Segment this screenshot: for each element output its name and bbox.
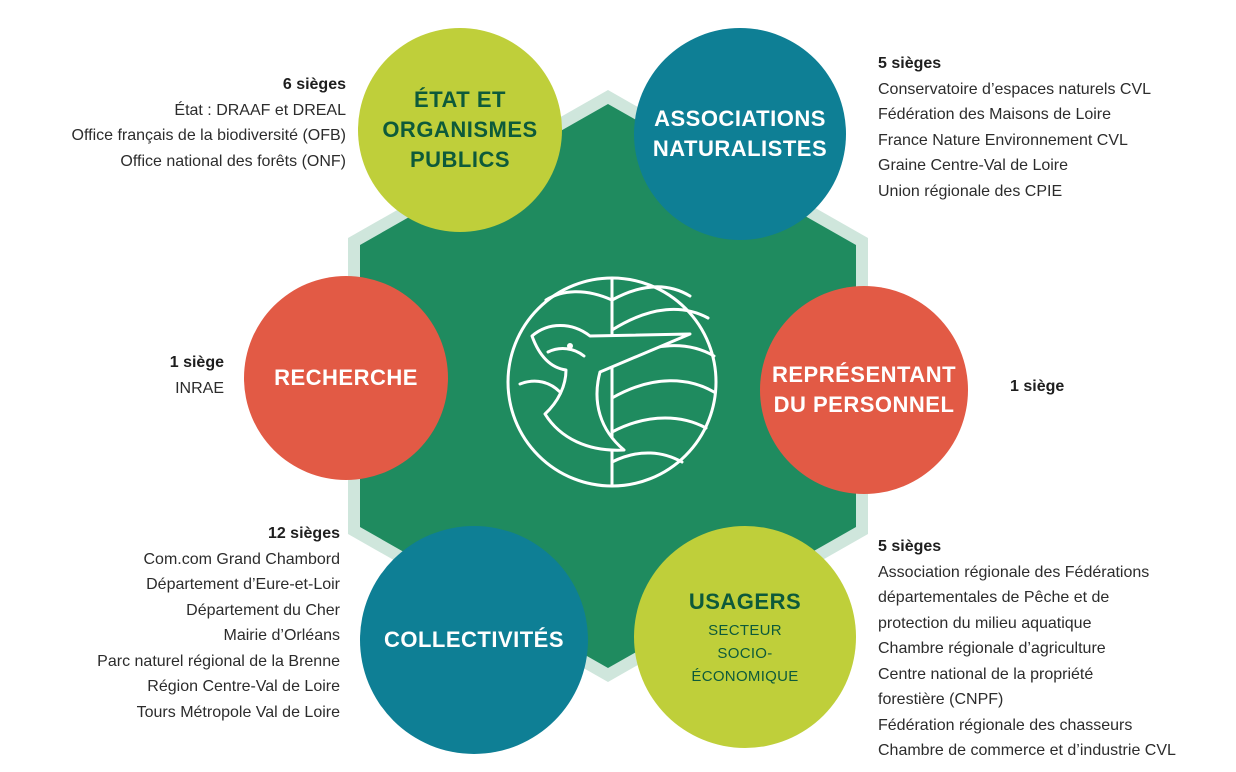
member-item: Fédération des Maisons de Loire (878, 106, 1112, 123)
leaf-bird-logo-icon (506, 276, 718, 488)
label-etat: 6 sièges État : DRAAF et DREAL Office fr… (72, 72, 346, 174)
group-title: USAGERS (688, 588, 802, 614)
member-item: Com.com Grand Chambord (143, 550, 340, 568)
member-item: Mairie d’Orléans (223, 627, 340, 644)
member-item: départementales de Pêche et de (878, 589, 1110, 606)
member-item: Tours Métropole Val de Loire (136, 703, 340, 721)
label-representant: 1 siège (1010, 374, 1064, 400)
seat-count: 1 siège (169, 354, 224, 371)
member-item: Union régionale des CPIE (878, 182, 1063, 200)
group-title: COLLECTIVITÉS (383, 627, 565, 652)
circle-usagers: USAGERS SECTEUR SOCIO- ÉCONOMIQUE (634, 526, 856, 748)
seat-count: 6 sièges (282, 76, 346, 93)
member-item: protection du milieu aquatique (878, 614, 1092, 632)
label-usagers: 5 sièges Association régionale des Fédér… (878, 534, 1176, 764)
circle-collectivites: COLLECTIVITÉS (360, 526, 588, 754)
group-title: RECHERCHE (274, 365, 418, 390)
member-item: Département du Cher (186, 601, 340, 619)
label-asso: 5 sièges Conservatoire d’espaces naturel… (878, 51, 1151, 204)
member-item: Association régionale des Fédérations (878, 563, 1150, 581)
member-item: État : DRAAF et DREAL (174, 101, 346, 119)
seat-count: 5 sièges (878, 538, 942, 555)
seat-count: 12 sièges (267, 525, 340, 542)
seat-count: 1 siège (1010, 378, 1065, 395)
member-item: Parc naturel régional de la Brenne (97, 652, 340, 670)
group-title: ASSOCIATIONS NATURALISTES (652, 106, 828, 161)
member-item: Région Centre-Val de Loire (147, 678, 340, 695)
circle-etat-organismes-publics: ÉTAT ET ORGANISMES PUBLICS (358, 28, 562, 232)
member-item: INRAE (175, 379, 224, 397)
circle-recherche: RECHERCHE (244, 276, 448, 480)
member-item: Fédération régionale des chasseurs (878, 716, 1133, 734)
circle-representant-personnel: REPRÉSENTANT DU PERSONNEL (760, 286, 968, 494)
group-title: REPRÉSENTANT DU PERSONNEL (771, 362, 957, 417)
seat-count: 5 sièges (878, 55, 942, 72)
member-item: forestière (CNPF) (878, 691, 1004, 708)
member-item: Département d’Eure-et-Loir (146, 576, 340, 593)
member-item: Chambre de commerce et d’industrie CVL (878, 742, 1176, 759)
member-item: Graine Centre-Val de Loire (878, 157, 1069, 174)
label-recherche: 1 siège INRAE (170, 350, 224, 401)
group-subtitle: SECTEUR SOCIO- ÉCONOMIQUE (691, 621, 799, 685)
member-item: Chambre régionale d’agriculture (878, 640, 1106, 657)
member-item: Office français de la biodiversité (OFB) (71, 127, 346, 144)
circle-associations-naturalistes: ASSOCIATIONS NATURALISTES (634, 28, 846, 240)
member-item: France Nature Environnement CVL (878, 131, 1128, 149)
member-item: Office national des forêts (ONF) (120, 152, 346, 170)
label-collectivites: 12 sièges Com.com Grand Chambord Départe… (97, 521, 340, 725)
group-title: ÉTAT ET ORGANISMES PUBLICS (382, 87, 538, 172)
member-item: Conservatoire d’espaces naturels CVL (878, 80, 1152, 98)
member-item: Centre national de la propriété (878, 665, 1094, 683)
